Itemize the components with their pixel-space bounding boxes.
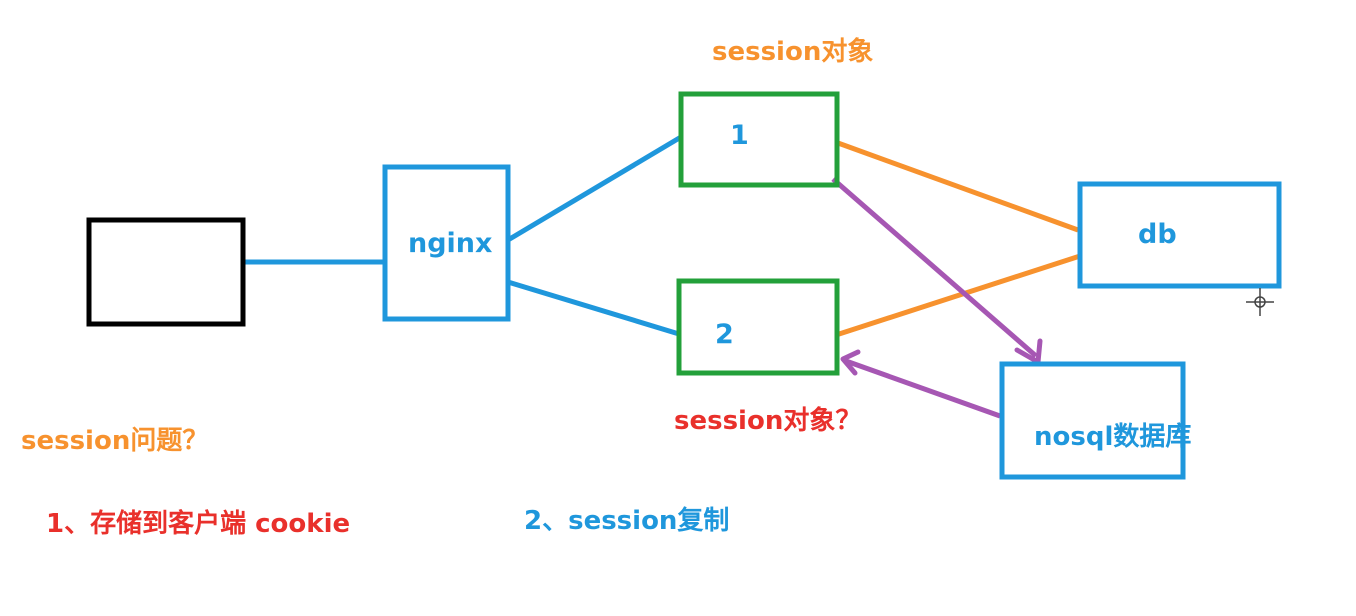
- crosshair-cursor-icon: [1246, 288, 1274, 316]
- nosql-label: nosql数据库: [1034, 422, 1192, 452]
- server2-label: 2: [715, 319, 734, 350]
- server1-box: [678, 91, 840, 188]
- db-label: db: [1138, 219, 1177, 250]
- nginx-label: nginx: [408, 228, 493, 259]
- edge-server1-nosql: [831, 177, 1038, 358]
- solution-session-replication-text: 2、session复制: [524, 506, 730, 536]
- client-box: [86, 217, 246, 327]
- edge-nginx-server2: [507, 279, 680, 337]
- session-problem-heading: session问题？: [21, 426, 209, 456]
- edge-server1-db: [837, 140, 1079, 233]
- db-box: [1077, 181, 1282, 289]
- nosql-box: [999, 361, 1186, 480]
- server1-label: 1: [730, 120, 749, 151]
- nginx-box: [382, 164, 511, 322]
- solution-cookie-text: 1、存储到客户端 cookie: [46, 509, 351, 539]
- server2-box: [676, 278, 840, 376]
- session-object-question-annotation: session对象？: [674, 406, 862, 436]
- arrowhead-to-server2: [840, 349, 861, 376]
- session-object-annotation: session对象: [712, 37, 874, 67]
- edge-nosql-server2: [845, 358, 1001, 419]
- edge-server2-db: [835, 253, 1081, 338]
- edge-nginx-server1: [506, 134, 683, 243]
